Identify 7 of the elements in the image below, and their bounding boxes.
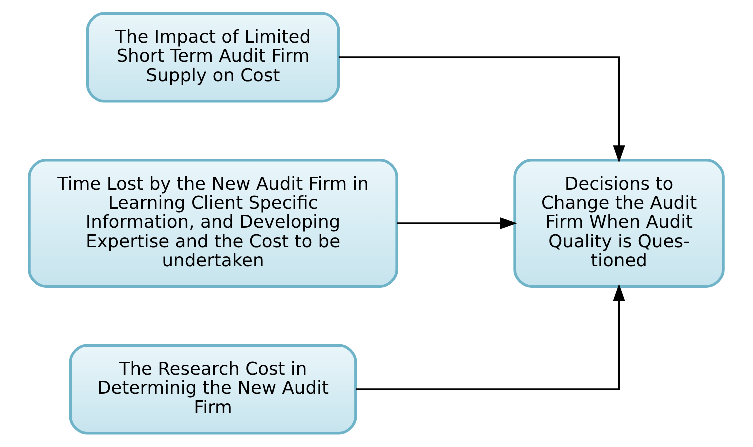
arrow	[356, 284, 626, 390]
arrow	[397, 217, 518, 230]
node-box: Time Lost by the New Audit Firm in Learning Client Specific Information, and Developing Expertise and the Cost to be undertaken	[28, 159, 398, 288]
node-box: The Research Cost in Determinig the New Audit Firm	[69, 344, 358, 435]
arrow	[338, 56, 626, 163]
node-box: The Impact of Limited Short Term Audit Firm Supply on Cost	[86, 12, 340, 103]
node-box: Decisions to Change the Audit Firm When Audit Quality is Ques- tioned	[514, 159, 725, 288]
